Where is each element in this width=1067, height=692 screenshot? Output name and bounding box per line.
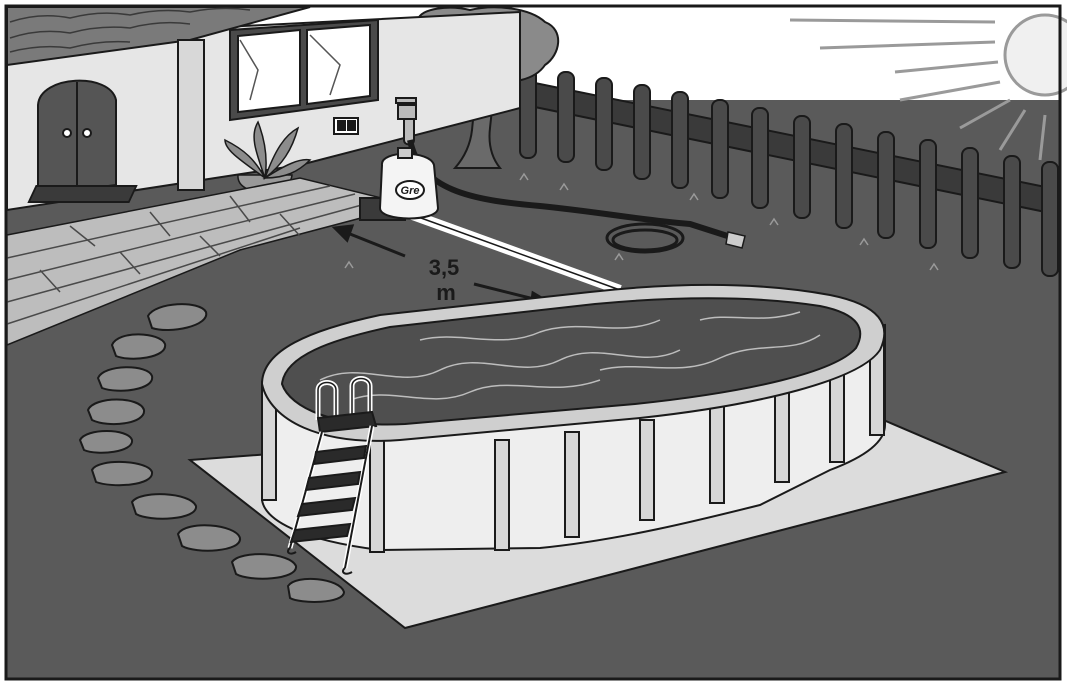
distance-value: 3,5	[429, 255, 460, 280]
distance-unit: m	[436, 280, 456, 305]
doormat	[29, 186, 136, 202]
power-outlet-icon	[334, 118, 358, 134]
brand-logo: Gre	[401, 185, 420, 197]
